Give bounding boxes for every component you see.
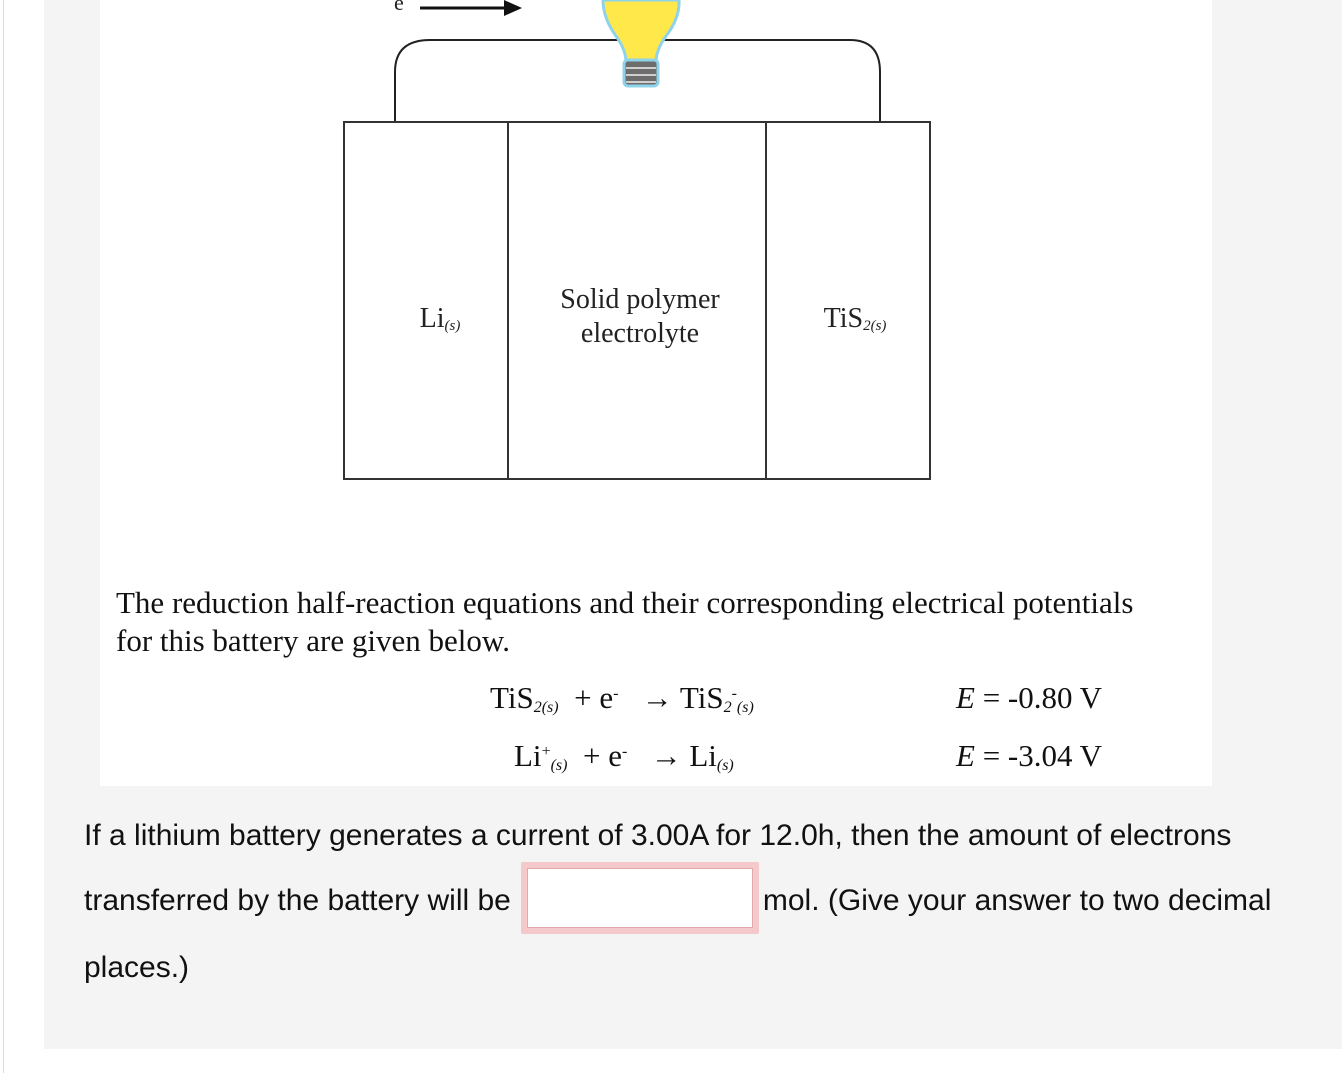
eq2-electron-charge: - [621,743,628,760]
eq2-potential-symbol: E [956,738,975,773]
potential-tis2: E = -0.80 V [956,680,1102,716]
question-part2: mol. (Give your answer to two decimal pl… [84,883,1272,984]
eq1-potential-value: = -0.80 V [982,680,1103,715]
electrolyte-label-line1: Solid polymer [560,284,720,315]
equation-tis2: TiS2(s) + e- → TiS2-(s) [490,680,754,717]
eq1-product-charge: - [731,685,737,702]
battery-figure: e Li(s) Solid polymer electrolyte TiS2(s… [100,0,1212,786]
eq1-electron: + e [574,680,614,715]
equation-li: Li+(s) + e- → Li(s) [514,738,734,775]
cathode-symbol: TiS [823,303,864,334]
eq2-reactant: Li [514,738,542,773]
electron-label: e [394,0,404,15]
eq1-reactant-sub: 2(s) [533,699,559,716]
eq2-product: Li [689,738,717,773]
left-border [3,0,4,1073]
battery-diagram [343,0,931,480]
anode-label: Li(s) [400,302,480,343]
question-text: If a lithium battery generates a current… [84,806,1314,998]
eq1-electron-charge: - [613,685,619,702]
eq2-electron: + e [582,738,622,773]
electron-flow-arrow-head [504,0,522,16]
electrolyte-label-line2: electrolyte [580,318,700,349]
eq1-product-sub: 2 [723,699,732,716]
eq2-arrow: → [650,738,682,773]
eq2-reactant-charge: + [541,743,551,760]
eq1-potential-symbol: E [956,680,975,715]
anode-state: (s) [444,318,461,334]
eq1-arrow: → [641,680,673,715]
eq1-product-state: (s) [736,699,754,716]
potential-li: E = -3.04 V [956,738,1102,774]
anode-symbol: Li [419,303,445,334]
cathode-subscript: 2(s) [863,318,887,334]
electrolyte-label: Solid polymer electrolyte [520,283,760,351]
intro-text: The reduction half-reaction equations an… [116,585,1134,658]
eq1-product: TiS [679,680,724,715]
light-bulb-icon [601,0,681,88]
eq2-product-sub: (s) [716,757,734,774]
eq2-potential-value: = -3.04 V [982,738,1103,773]
answer-input[interactable] [526,868,753,928]
eq2-reactant-sub: (s) [550,757,568,774]
cathode-label: TiS2(s) [790,302,920,343]
answer-field-highlight [520,862,759,934]
eq1-reactant: TiS [490,680,534,715]
battery-casing [343,121,931,480]
question-part1: If a lithium battery generates a current… [84,819,1232,917]
